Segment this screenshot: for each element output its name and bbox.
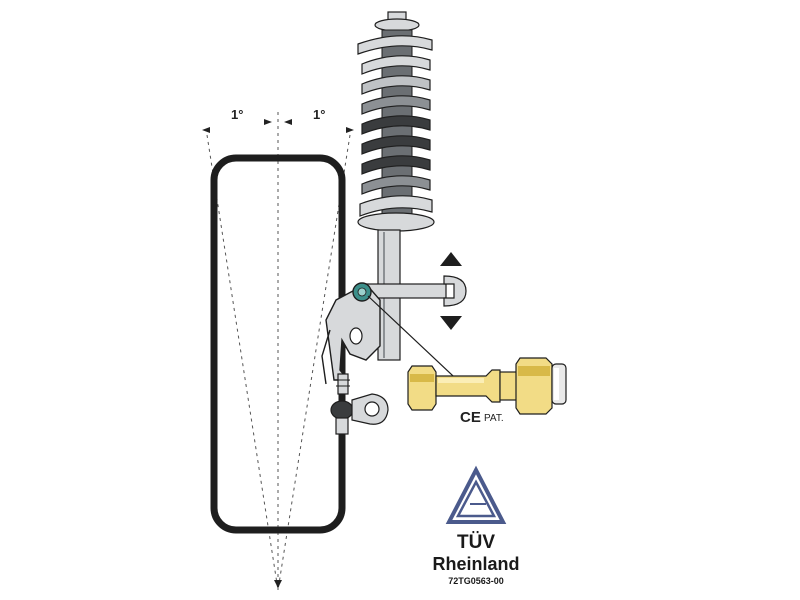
bolt-leader-line [367,295,469,391]
arrow-down-icon [440,316,462,330]
eccentric-camber-bolt [407,357,567,415]
spring-strut [357,11,435,361]
ce-mark: CE [460,409,481,426]
angle-left-label: 1° [231,107,243,122]
angle-right-label: 1° [313,107,325,122]
cert-code: 72TG0563-00 [448,576,504,586]
steering-knuckle [321,283,381,385]
camber-reference-lines [206,112,351,591]
angle-dimension-arrows [202,119,354,588]
wrench [365,275,467,307]
ball-joint [330,373,389,435]
pat-label: PAT. [484,413,504,424]
cert-name-line1: TÜV [457,532,495,553]
tuv-logo-icon [445,465,507,524]
arrow-up-icon [440,252,462,266]
cert-name-line2: Rheinland [432,554,519,574]
camber-bolt-head [352,282,372,302]
